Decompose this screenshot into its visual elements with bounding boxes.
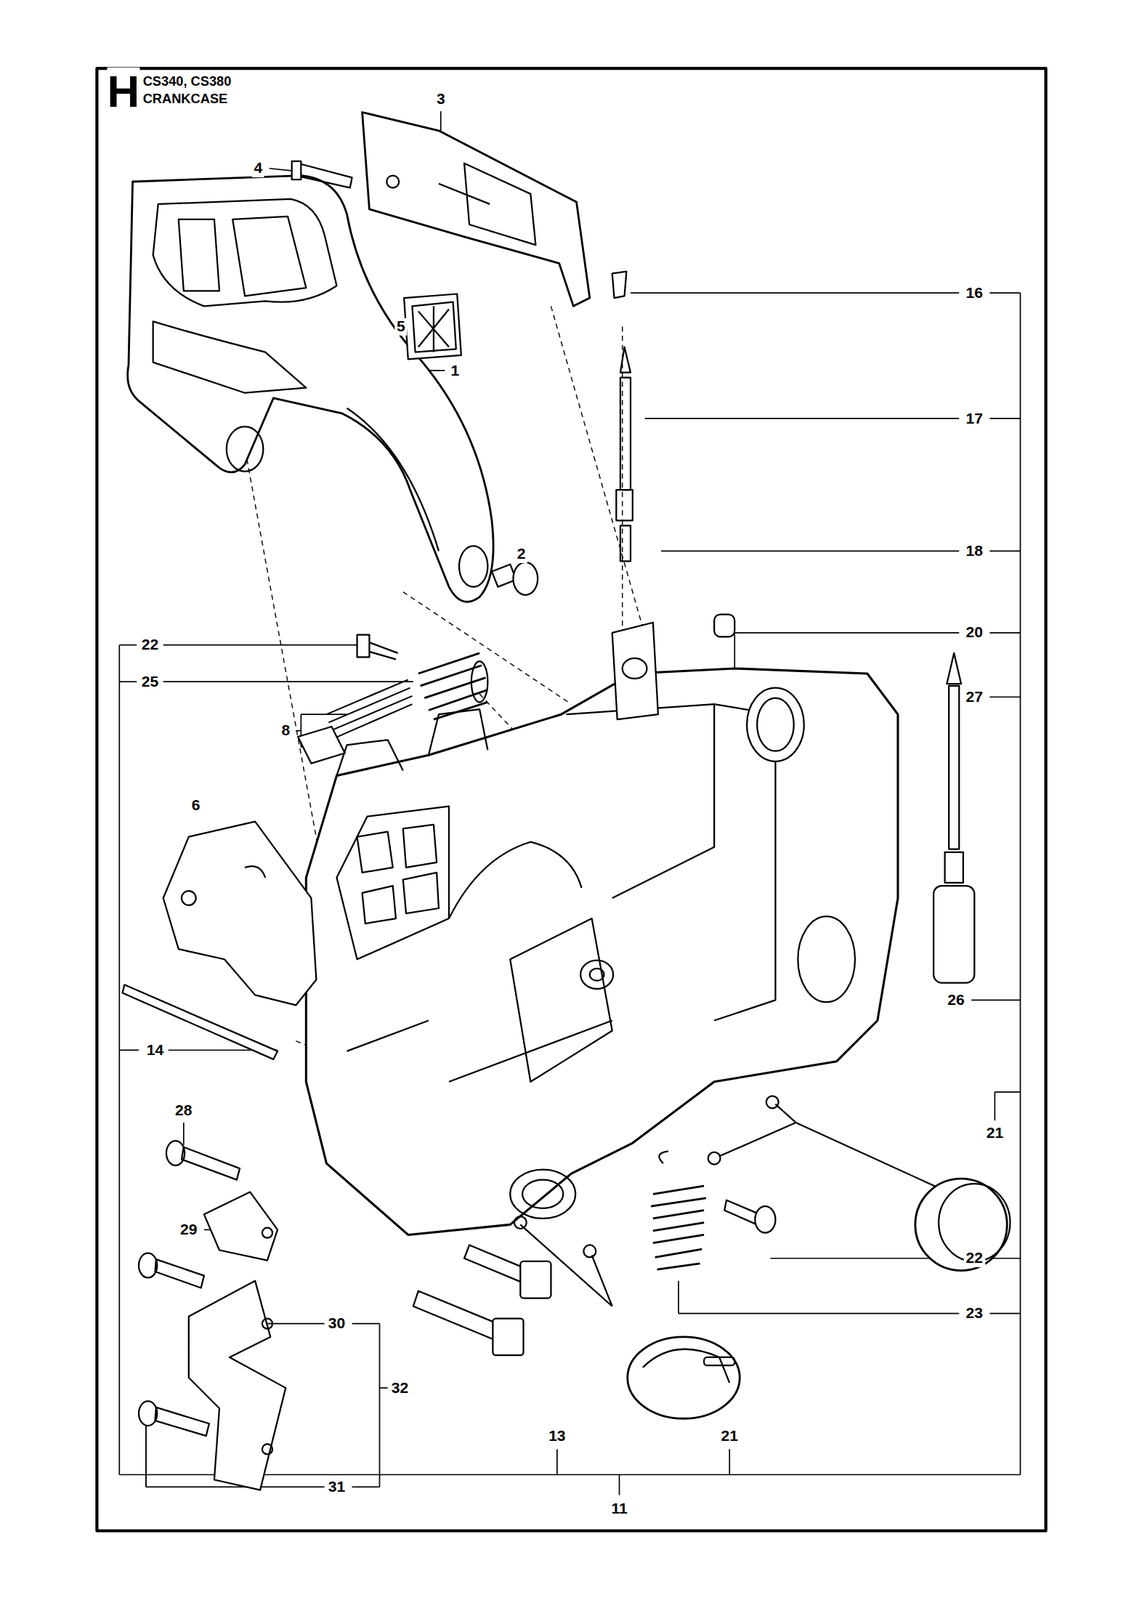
callout-number: 32 — [389, 1379, 411, 1397]
callout-number: 4 — [252, 159, 265, 177]
callout-number: 17 — [964, 409, 986, 427]
callout-number: 2 — [515, 545, 528, 563]
callout-number: 6 — [189, 796, 202, 814]
callout-number: 3 — [434, 90, 447, 108]
callout-number: 25 — [139, 673, 161, 691]
callout-number: 20 — [964, 624, 986, 641]
callout-number: 16 — [964, 284, 986, 302]
callout-number: 11 — [609, 1499, 630, 1517]
callout-number: 23 — [964, 1304, 986, 1322]
callout-number: 21 — [719, 1427, 741, 1445]
callout-number: 29 — [177, 1221, 200, 1238]
callout-number: 31 — [326, 1478, 348, 1496]
callout-number: 22 — [139, 636, 161, 654]
callout-number: 14 — [144, 1041, 166, 1059]
section-letter: H — [106, 67, 140, 117]
callout-number: 26 — [945, 991, 967, 1009]
callout-number: 21 — [984, 1123, 1006, 1141]
callout-number: 22 — [964, 1249, 986, 1267]
page-title: CS340, CS380 CRANKCASE — [143, 73, 255, 108]
callout-number: 1 — [448, 361, 462, 379]
callout-number: 8 — [279, 722, 293, 739]
callout-number: 13 — [546, 1427, 568, 1445]
callout-number: 18 — [964, 542, 986, 560]
callout-number: 28 — [172, 1102, 194, 1119]
callout-number: 5 — [394, 318, 407, 335]
callout-number: 27 — [964, 688, 986, 706]
callout-number: 30 — [326, 1314, 348, 1332]
